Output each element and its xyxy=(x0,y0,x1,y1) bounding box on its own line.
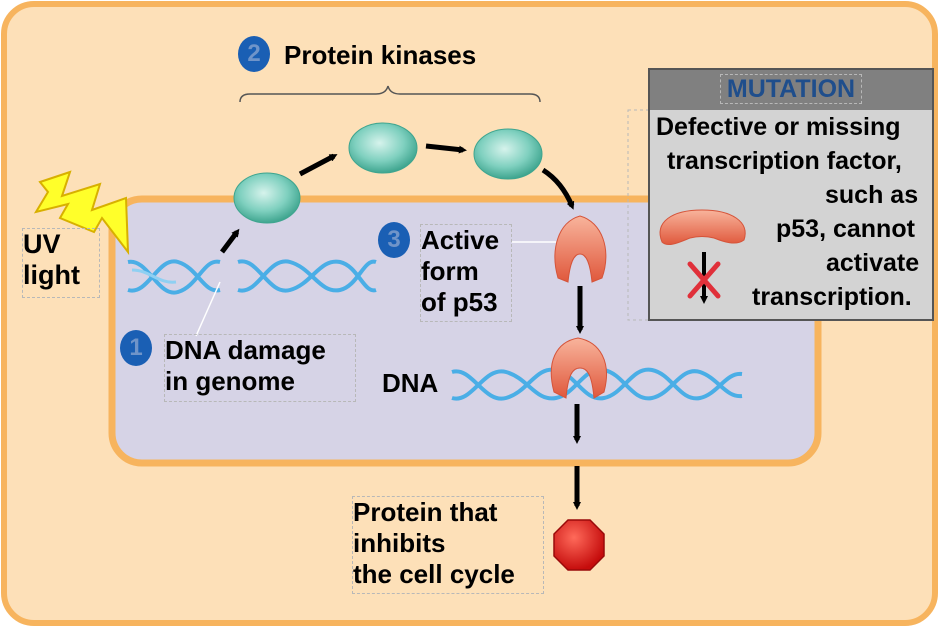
mutation-title: MUTATION xyxy=(720,74,862,104)
damaged-dna-helix-left xyxy=(127,259,221,295)
uv-lightning-icon xyxy=(33,170,130,256)
damaged-dna-helix-right xyxy=(237,259,377,293)
mutation-text-line5: activate xyxy=(826,249,920,277)
bound-p53-protein xyxy=(550,337,607,399)
mutation-text-line6: transcription. xyxy=(752,283,912,311)
dna-label: DNA xyxy=(382,368,439,398)
mutant-p53-protein xyxy=(659,209,746,245)
active-p53-protein xyxy=(554,215,607,283)
step3-line2: form xyxy=(421,256,479,286)
cascade-arrows xyxy=(220,143,575,254)
protein-kinases-bracket xyxy=(239,85,541,103)
mutation-text-line2: transcription factor, xyxy=(667,147,902,175)
step2-badge: 2 xyxy=(238,36,270,72)
output-line2: inhibits xyxy=(353,528,446,558)
step3-label: Active form of p53 xyxy=(420,224,512,322)
uv-light-line2: light xyxy=(23,260,80,290)
protein-kinase-2 xyxy=(348,122,418,174)
step1-badge: 1 xyxy=(120,330,152,366)
step1-label: DNA damage in genome xyxy=(164,334,356,402)
step3-line1: Active xyxy=(421,225,500,255)
cell-cycle-inhibitor-protein xyxy=(553,519,605,571)
mutation-panel: MUTATION xyxy=(648,68,934,321)
mutation-text-line4: p53, cannot xyxy=(776,215,915,243)
protein-kinase-3 xyxy=(473,128,543,180)
output-line3: the cell cycle xyxy=(353,559,515,589)
step3-badge: 3 xyxy=(378,222,410,258)
mutation-panel-header: MUTATION xyxy=(650,70,932,110)
step1-line1: DNA damage xyxy=(165,335,326,365)
mutation-text-line3: such as xyxy=(825,181,919,209)
step2-label: Protein kinases xyxy=(284,40,477,70)
mutation-text-line1: Defective or missing xyxy=(656,113,901,141)
step3-line3: of p53 xyxy=(421,287,498,317)
red-x-icon xyxy=(687,261,721,299)
output-protein-label: Protein that inhibits the cell cycle xyxy=(352,496,544,594)
step1-leader-line xyxy=(195,281,221,337)
step1-line2: in genome xyxy=(165,366,296,396)
output-line1: Protein that xyxy=(353,497,498,527)
uv-light-label: UV light xyxy=(22,228,100,298)
protein-kinase-1 xyxy=(233,172,301,224)
uv-light-line1: UV xyxy=(23,229,61,259)
